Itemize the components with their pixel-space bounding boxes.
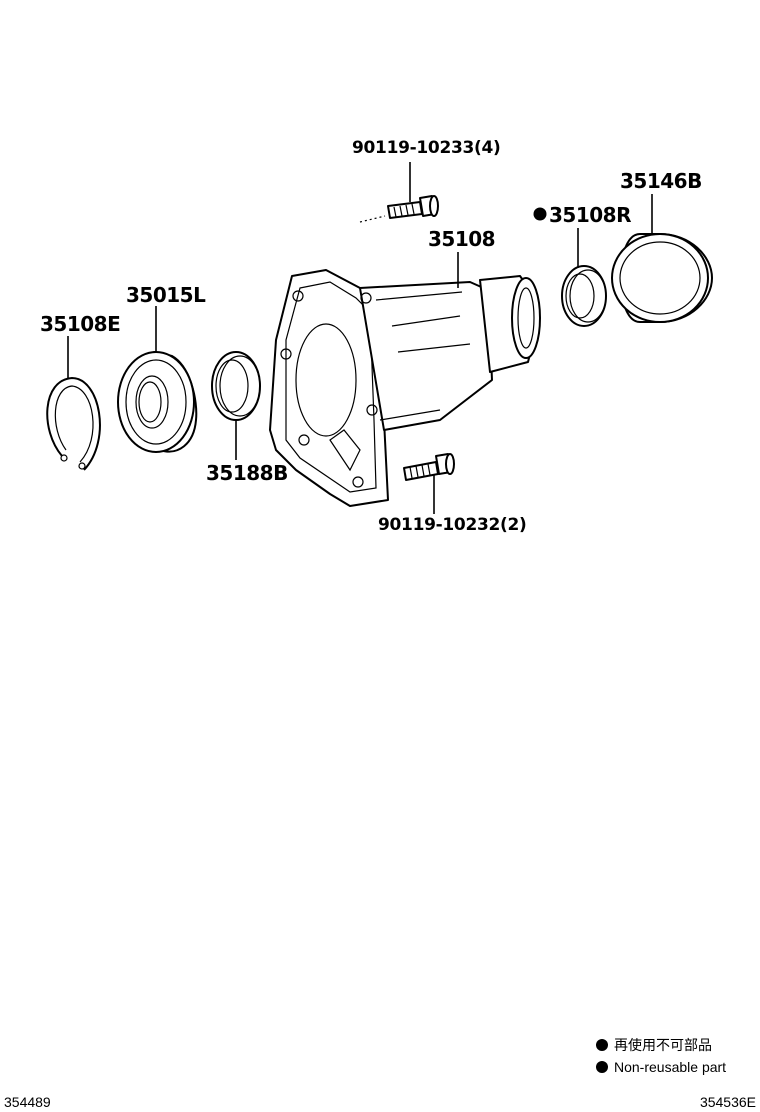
figure-code-right: 354536E	[699, 1094, 756, 1110]
label-bolt-bottom: 90119-10232(2)	[378, 515, 527, 535]
non-reusable-dot	[533, 207, 547, 221]
legend: 再使用不可部品 Non-reusable part	[596, 1034, 756, 1078]
label-bush: 35146B	[620, 169, 702, 193]
non-reusable-dot-icon	[596, 1061, 608, 1073]
bolt-top	[359, 195, 439, 223]
bolt-bottom	[403, 453, 455, 481]
non-reusable-dot-icon	[596, 1039, 608, 1051]
label-bearing: 35015L	[126, 283, 206, 307]
bush	[611, 233, 713, 323]
oil-seal-left	[211, 351, 261, 421]
label-seal-right: 35108R	[549, 203, 631, 227]
ball-bearing	[117, 351, 198, 453]
snap-ring	[46, 377, 101, 471]
label-seal-left: 35188B	[206, 461, 288, 485]
label-housing: 35108	[428, 227, 495, 251]
extension-housing	[269, 269, 541, 507]
figure-code-left: 354489	[4, 1094, 51, 1110]
label-bolt-top: 90119-10233(4)	[352, 138, 501, 158]
label-snap-ring: 35108E	[40, 312, 120, 336]
legend-row-en: Non-reusable part	[596, 1056, 756, 1078]
legend-row-jp: 再使用不可部品	[596, 1034, 756, 1056]
oil-seal-right	[561, 265, 607, 327]
legend-text-en: Non-reusable part	[614, 1059, 727, 1075]
legend-text-jp: 再使用不可部品	[614, 1037, 712, 1053]
